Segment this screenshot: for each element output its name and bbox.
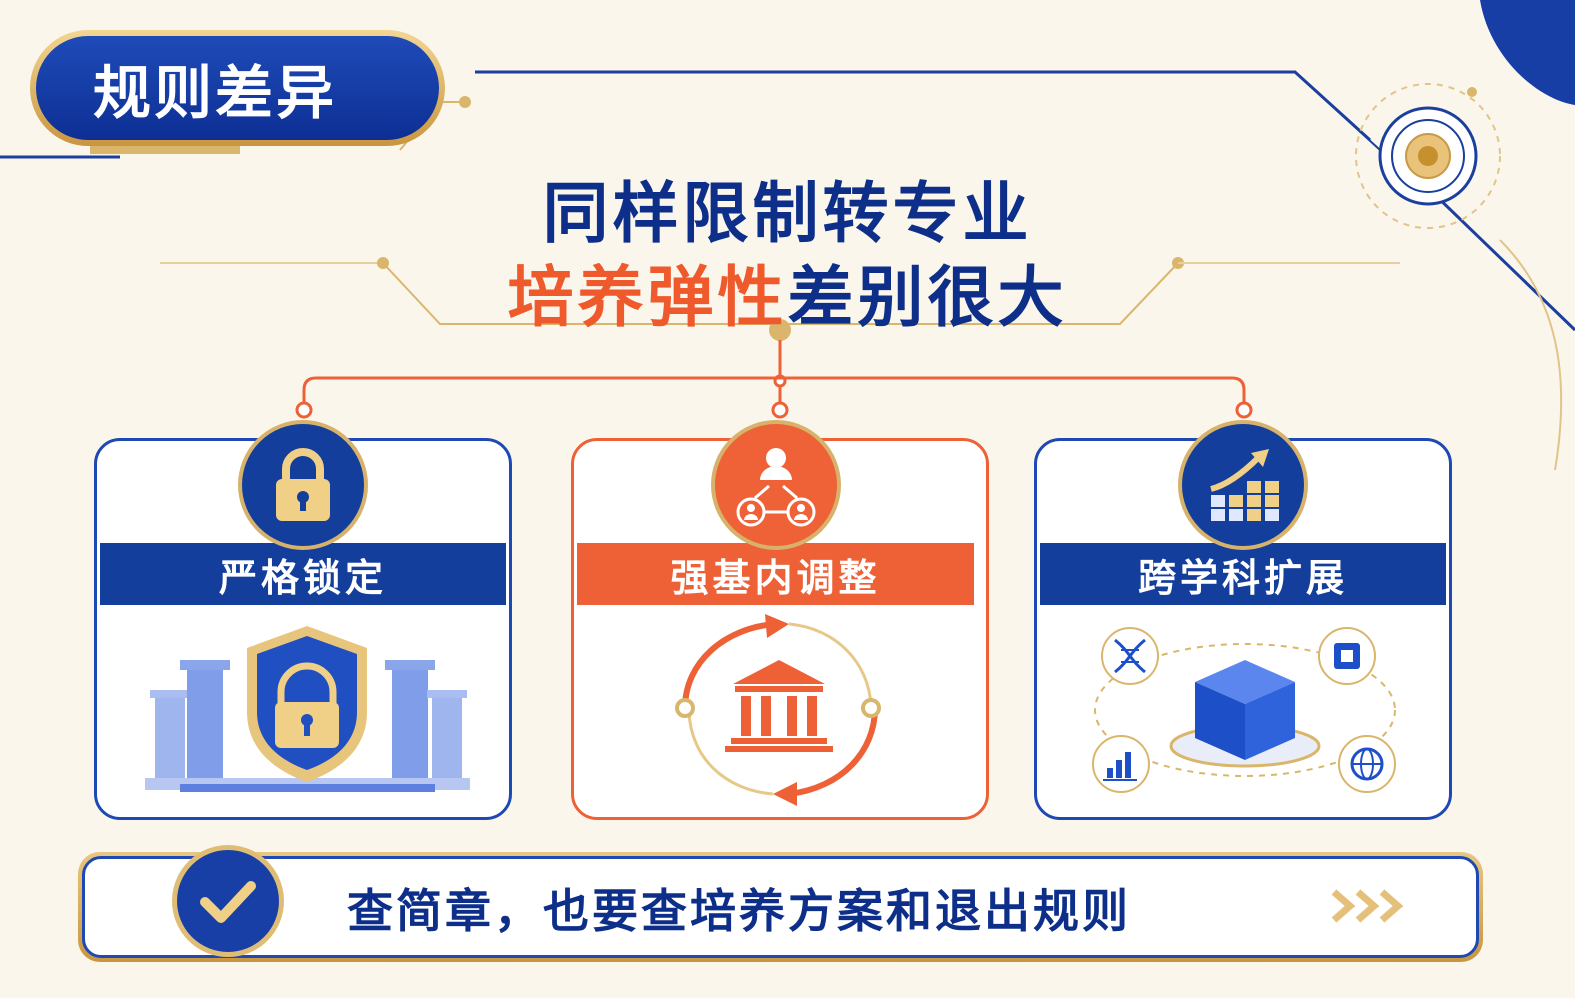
banner-inner: 查简章，也要查培养方案和退出规则 [82, 856, 1479, 958]
headline-highlight: 培养弹性 [507, 259, 788, 336]
card-title-interdisciplinary: 跨学科扩展 [1040, 543, 1446, 605]
headline-line2: 培养弹性差别很大 [0, 244, 1575, 340]
chevron-right-icon [1331, 889, 1404, 923]
banner-text: 查简章，也要查培养方案和退出规则 [347, 884, 1131, 938]
card-title-qiangji-adjust: 强基内调整 [577, 543, 974, 605]
bottom-banner: 查简章，也要查培养方案和退出规则 [78, 852, 1483, 962]
cube-network-icon [1092, 627, 1396, 793]
headline-rest: 差别很大 [787, 259, 1068, 336]
headline-line1: 同样限制转专业 [542, 175, 1033, 252]
lock-icon [238, 420, 368, 550]
people-network-icon [711, 420, 841, 550]
section-badge: 规则差异 [30, 30, 445, 146]
bank-cycle-icon [675, 614, 881, 806]
check-icon [172, 845, 284, 957]
badge-label: 规则差异 [36, 36, 439, 140]
card-title-strict-lock: 严格锁定 [100, 543, 506, 605]
shield-lock-columns-icon [145, 626, 470, 792]
growth-chart-icon [1178, 420, 1308, 550]
